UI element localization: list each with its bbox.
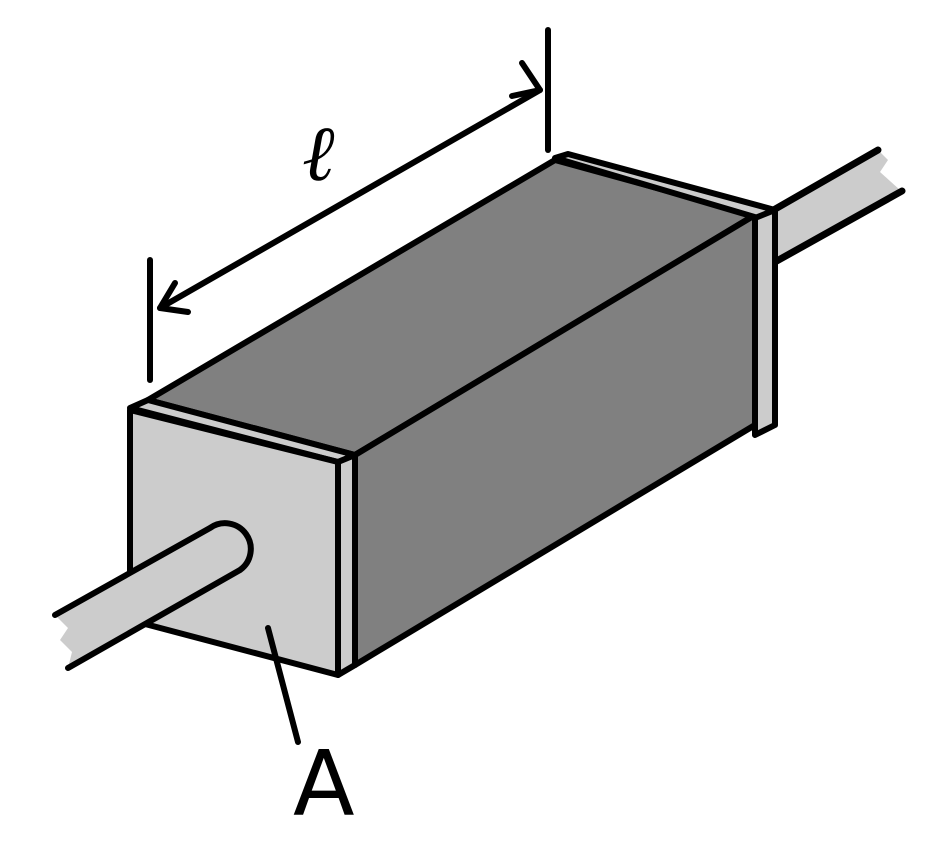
back-end-cap — [552, 151, 778, 438]
length-dimension-arrow — [157, 60, 543, 315]
length-label: ℓ — [302, 109, 335, 199]
area-label: A — [293, 732, 355, 837]
area-leader-line — [265, 625, 301, 745]
right-wire-lead — [766, 146, 906, 266]
left-wire-lead — [52, 520, 254, 671]
